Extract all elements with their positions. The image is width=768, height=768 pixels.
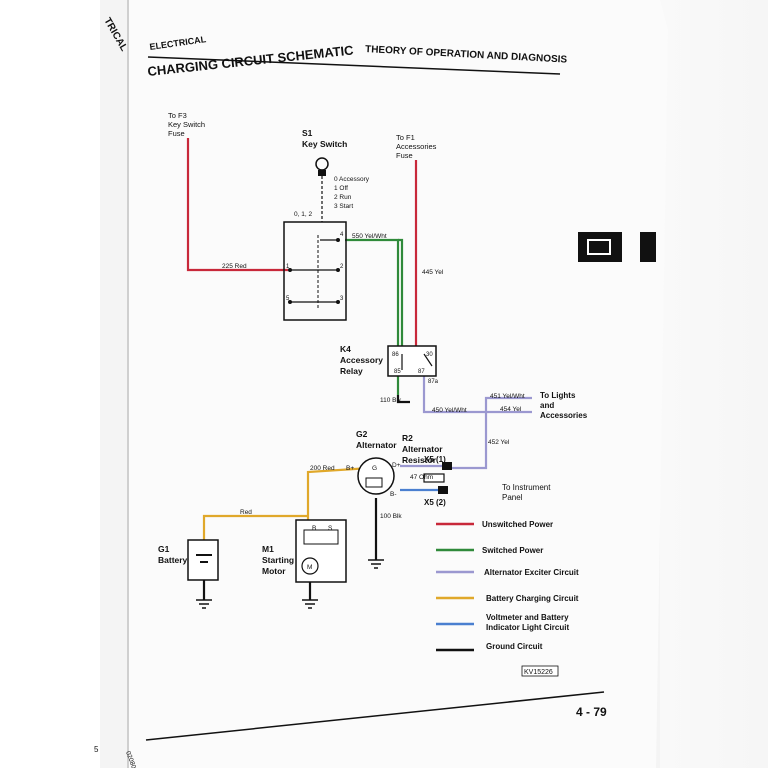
label-pos-3: 3 Start [334, 203, 353, 210]
label-pos-1: 1 Off [334, 185, 348, 192]
wire-225-red [186, 138, 288, 272]
label-and: and [540, 401, 554, 410]
label-starting: Starting [262, 555, 294, 565]
label-fuse-f3: Fuse [168, 129, 185, 138]
alternator-g2 [357, 457, 452, 495]
legend-label-indicator-1: Voltmeter and Battery [486, 613, 569, 622]
label-fuse-f1: Fuse [396, 151, 413, 160]
wire-battery-red [202, 514, 308, 540]
label-wire-110: 110 Blk [380, 397, 402, 404]
label-s1: S1 [302, 128, 313, 138]
label-k4: K4 [340, 344, 351, 354]
label-to-instrument: To Instrument [502, 483, 551, 492]
label-wire-225: 225 Red [222, 263, 247, 270]
terminal-5: 5 [286, 296, 290, 302]
terminal-b-plus: B+ [346, 465, 354, 472]
figure-id-box [521, 665, 559, 677]
label-r2: R2 [402, 433, 413, 443]
label-key-switch-fuse: Key Switch [168, 120, 205, 129]
label-to-f1: To F1 [396, 133, 415, 142]
motor-terminal-s: S [328, 525, 333, 532]
label-accessories-fuse: Accessories [396, 142, 437, 151]
label-panel: Panel [502, 493, 523, 502]
label-accessory: Accessory [340, 355, 383, 365]
legend-label-exciter: Alternator Exciter Circuit [484, 568, 579, 577]
label-key-switch: Key Switch [302, 139, 347, 149]
figure-id: KV15226 [524, 669, 553, 676]
label-m1: M1 [262, 544, 274, 554]
terminal-2: 2 [340, 264, 344, 270]
legend-label-unswitched: Unswitched Power [482, 520, 553, 529]
section-tab-marker [578, 232, 622, 262]
wire-200-red [306, 466, 371, 520]
connector-x5-1 [442, 462, 452, 470]
label-wire-452: 452 Yel [488, 439, 510, 446]
label-wire-451: 451 Yel/Wht [490, 393, 525, 400]
label-pos-0: 0 Accessory [334, 176, 370, 183]
label-accessories: Accessories [540, 411, 588, 420]
battery-tab-icon [587, 239, 611, 255]
label-wire-550: 550 Yel/Wht [352, 233, 387, 240]
label-red-wire: Red [240, 509, 252, 516]
relay-85: 85 [394, 369, 401, 375]
wire-550-switched [398, 238, 404, 354]
left-edge-mark: 5 [94, 745, 99, 754]
label-relay: Relay [340, 366, 363, 376]
legend-label-charging: Battery Charging Circuit [486, 594, 579, 603]
relay-30: 30 [426, 352, 433, 358]
label-wire-100: 100 Blk [380, 513, 402, 520]
resistor-r2 [423, 473, 445, 483]
label-resistor: Resistor [402, 455, 437, 465]
terminal-b-minus: B- [390, 491, 397, 498]
alternator-g-symbol: G [372, 465, 377, 472]
relay-87: 87 [418, 369, 425, 375]
wire-110-blk [396, 395, 410, 404]
starting-motor-m1 [295, 519, 347, 583]
terminal-d-plus: D+ [392, 462, 401, 469]
label-47-ohm: 47 Ohm [410, 474, 433, 481]
legend-label-switched: Switched Power [482, 546, 543, 555]
key-switch-s1 [283, 157, 347, 321]
background-left [0, 0, 100, 768]
terminal-3: 3 [340, 296, 344, 302]
label-wire-445: 445 Yel [422, 269, 444, 276]
ground-symbols [196, 559, 384, 609]
legend: Unswitched Power Switched Power Alternat… [436, 520, 579, 652]
motor-terminal-b: B [312, 525, 316, 532]
label-motor: Motor [262, 566, 286, 576]
label-to-f3: To F3 [168, 111, 187, 120]
header-rule [147, 56, 561, 75]
label-x5-2: X5 (2) [424, 498, 446, 507]
label-battery: Battery [158, 555, 188, 565]
relay-86: 86 [392, 352, 399, 358]
label-r2-alternator: Alternator [402, 444, 443, 454]
label-pos-2: 2 Run [334, 194, 352, 201]
accessory-relay-k4 [387, 345, 437, 377]
label-alternator: Alternator [356, 440, 397, 450]
terminal-1: 1 [286, 264, 290, 270]
section-tab-marker-2 [640, 232, 656, 262]
relay-87a: 87a [428, 379, 439, 385]
label-wire-454: 454 Yel [500, 406, 522, 413]
terminal-4: 4 [340, 232, 344, 238]
label-wire-200: 200 Red [310, 465, 335, 472]
label-wire-450: 450 Yel/Wht [432, 407, 467, 414]
legend-label-ground: Ground Circuit [486, 642, 543, 651]
connector-x5-2 [438, 486, 448, 494]
battery-g1 [187, 539, 219, 581]
footer-rule [145, 691, 605, 741]
label-g1: G1 [158, 544, 170, 554]
label-positions: 0, 1, 2 [294, 211, 312, 218]
label-g2: G2 [356, 429, 368, 439]
legend-label-indicator-2: Indicator Light Circuit [486, 623, 569, 632]
key-switch-body [283, 221, 347, 321]
motor-m-symbol: M [307, 564, 312, 571]
label-to-lights: To Lights [540, 391, 576, 400]
label-x5-1: X5 (1) [424, 455, 446, 464]
page-number: 4 - 79 [576, 705, 607, 719]
